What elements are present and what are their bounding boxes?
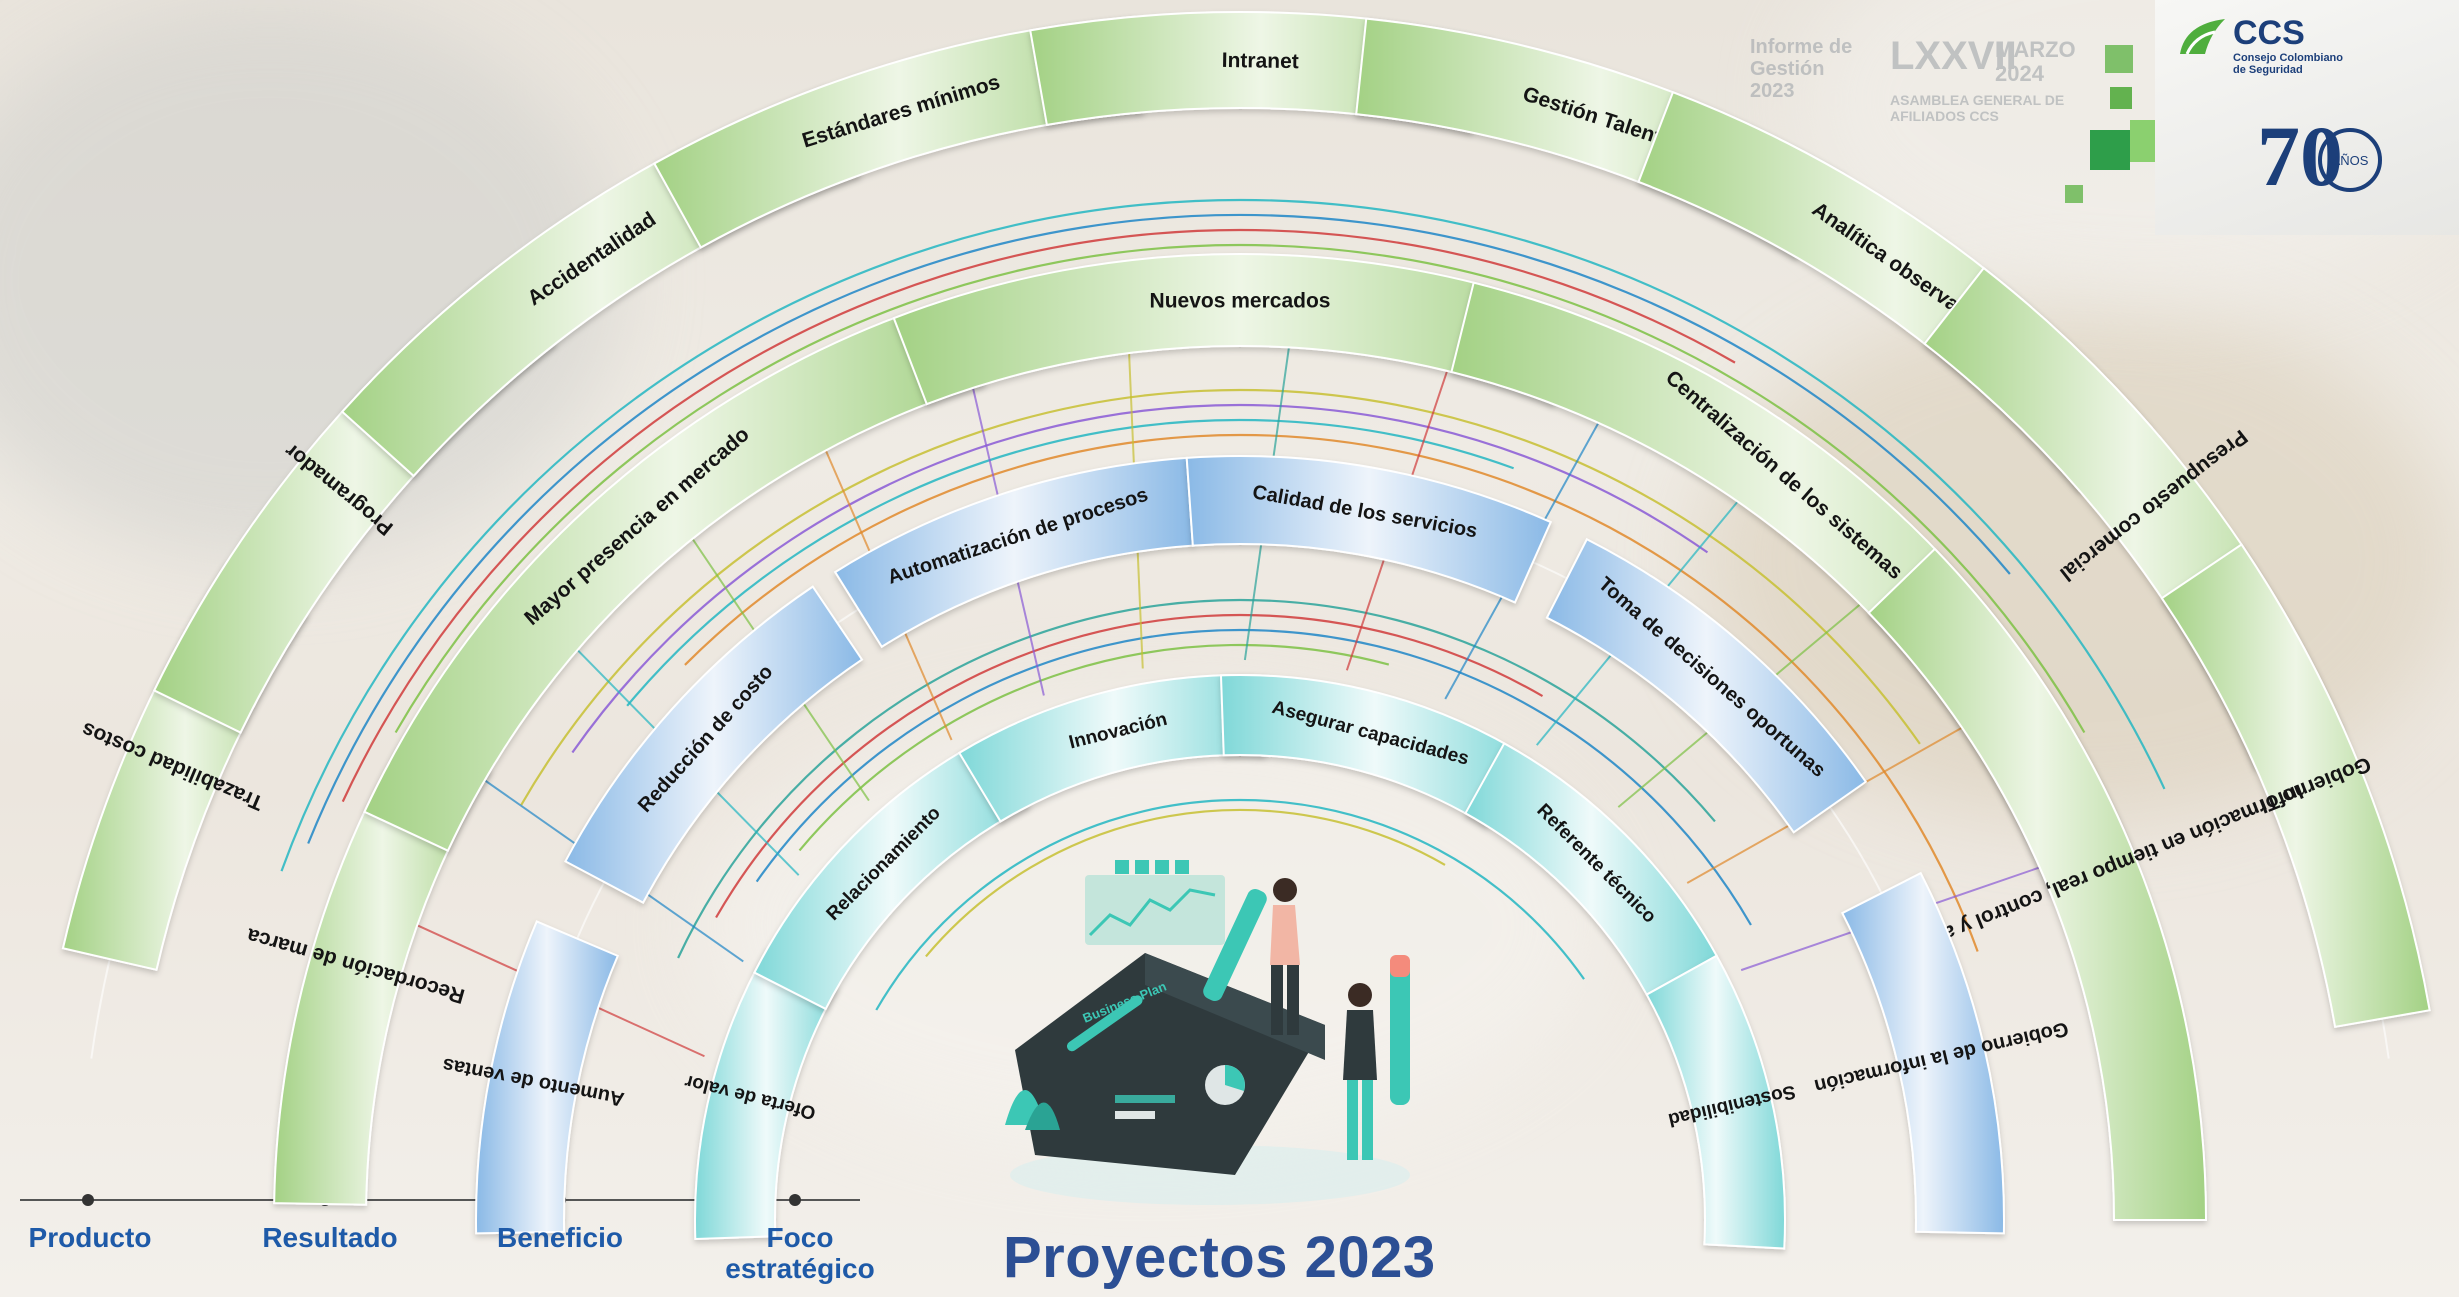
axis-dot xyxy=(789,1194,801,1206)
box-oferta-valor: Oferta de valor xyxy=(682,946,839,1241)
axis-label-foco: Foco estratégico xyxy=(725,1222,875,1284)
box-label: Toma de decisiones oportunas xyxy=(1594,573,1830,782)
box-reduccion-costo: Reducción de costo xyxy=(564,585,864,904)
logo-name: CCS xyxy=(2233,14,2305,52)
assembly-caption: ASAMBLEA GENERAL DE AFILIADOS CCS xyxy=(1890,92,2065,124)
connector-arc xyxy=(798,643,1390,852)
connector-arc xyxy=(875,798,1585,1011)
connector-arc xyxy=(520,388,1921,806)
box-label: Nuevos mercados xyxy=(1150,289,1331,312)
axis-label-resultado: Resultado xyxy=(262,1222,398,1253)
box-shape xyxy=(1545,537,1868,834)
box-shape xyxy=(1840,871,2005,1235)
page-title: Proyectos 2023 xyxy=(1003,1225,1436,1290)
box-shape xyxy=(475,920,620,1235)
box-gobierno-ti: Gobierno TI xyxy=(2160,543,2431,1029)
connector-arc xyxy=(715,613,1544,919)
box-calidad: Calidad de los servicios xyxy=(1185,455,1553,604)
box-shape xyxy=(1645,954,1786,1250)
assembly-number: LXXVII xyxy=(1890,34,2017,78)
anniversary-word: AÑOS xyxy=(2332,153,2369,168)
box-toma-decisiones: Toma de decisiones oportunas xyxy=(1545,537,1868,834)
logo-subtitle: Consejo Colombiano de Seguridad xyxy=(2233,52,2343,76)
anniversary-badge: 70 AÑOS xyxy=(2257,108,2382,204)
box-label: Intranet xyxy=(1222,49,1299,73)
connector-arc xyxy=(280,198,2166,872)
connector-arc xyxy=(677,598,1716,959)
box-shape xyxy=(564,585,864,904)
ccs-leaf-icon xyxy=(2180,19,2225,55)
connector-arc xyxy=(626,418,1514,707)
axis-label-beneficio: Beneficio xyxy=(496,1222,624,1253)
anniversary-number: 70 xyxy=(2257,108,2343,204)
connector-arc xyxy=(394,243,2086,734)
report-title: Informe de Gestión 2023 xyxy=(1750,36,1853,102)
report-date: MARZO 2024 xyxy=(1995,37,2076,86)
box-asegurar: Asegurar capacidades xyxy=(1219,674,1531,828)
report-header: Informe de Gestión 2023 LXXVII MARZO 202… xyxy=(1750,30,2080,130)
axis-label-producto: Producto xyxy=(28,1222,152,1253)
business-plan-illustration: Business Plan xyxy=(1005,860,1410,1205)
axis-dot xyxy=(82,1194,94,1206)
connector-arc xyxy=(925,808,1446,958)
connector-arc xyxy=(307,213,2011,844)
connector-arc xyxy=(341,228,1736,803)
ccs-logo: CCS Consejo Colombiano de Seguridad 70 A… xyxy=(2155,0,2459,235)
box-automatizacion: Automatización de procesos xyxy=(833,456,1194,649)
box-shape xyxy=(1185,455,1553,604)
box-aumento-ventas: Aumento de ventas xyxy=(441,920,626,1235)
box-shape xyxy=(1867,547,2208,1221)
box-sostenibilidad: Sostenibilidad xyxy=(1645,954,1797,1250)
box-innovacion: Innovación xyxy=(957,674,1270,823)
connector-arc xyxy=(571,403,1709,754)
box-shape xyxy=(2160,543,2431,1029)
connector-arc xyxy=(684,433,1979,952)
box-gobierno-info: Gobierno de la información xyxy=(1812,871,2070,1235)
connector-arc xyxy=(755,628,1752,926)
